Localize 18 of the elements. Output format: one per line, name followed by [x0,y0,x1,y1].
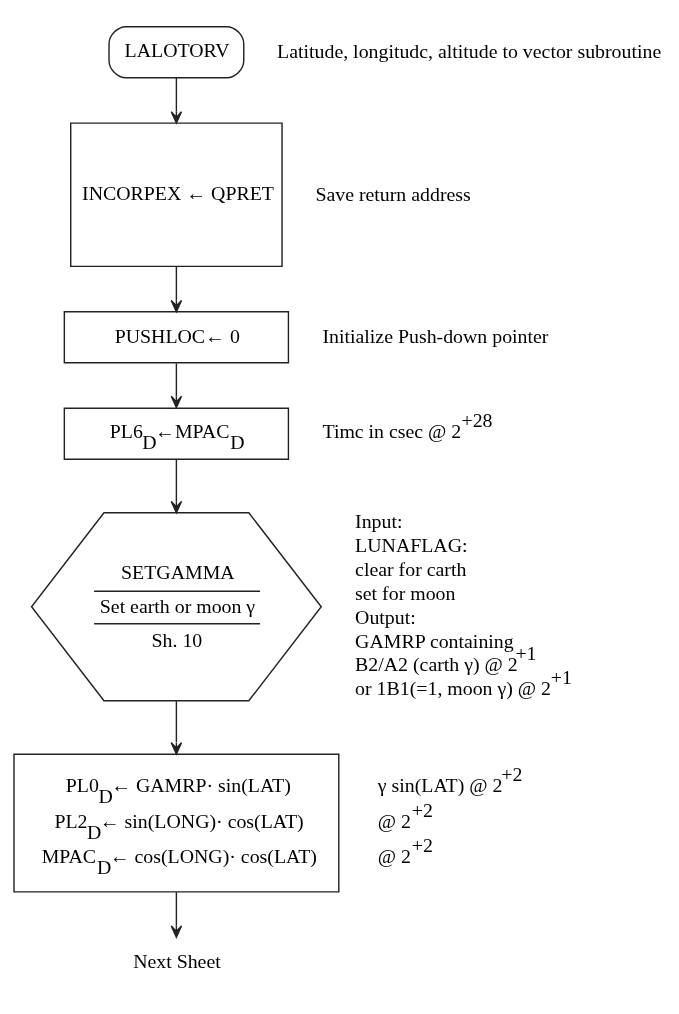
node-box: INCORPEX ← QPRET [70,121,283,267]
node-label: Input: [355,509,403,532]
node-box: LALOTORV [108,25,245,78]
node-label: clear for carth [355,557,467,580]
arrow [170,362,183,408]
arrow [170,890,183,938]
arrow [170,76,183,124]
node-text: Next Sheet [133,949,221,972]
node-label: Latitude, longitudc, altitude to vector subroutine [277,39,662,62]
node-label: set for moon [355,581,456,604]
arrow [170,265,183,312]
node-label: Initialize Push-down pointer [322,324,549,347]
arrow [170,458,183,513]
node-box: PUSHLOC← 0 [63,310,290,364]
arrow [170,700,183,755]
node-label: LUNAFLAG: [355,533,468,556]
node-label: Save return address [315,182,471,205]
node-label: Output: [355,605,416,628]
